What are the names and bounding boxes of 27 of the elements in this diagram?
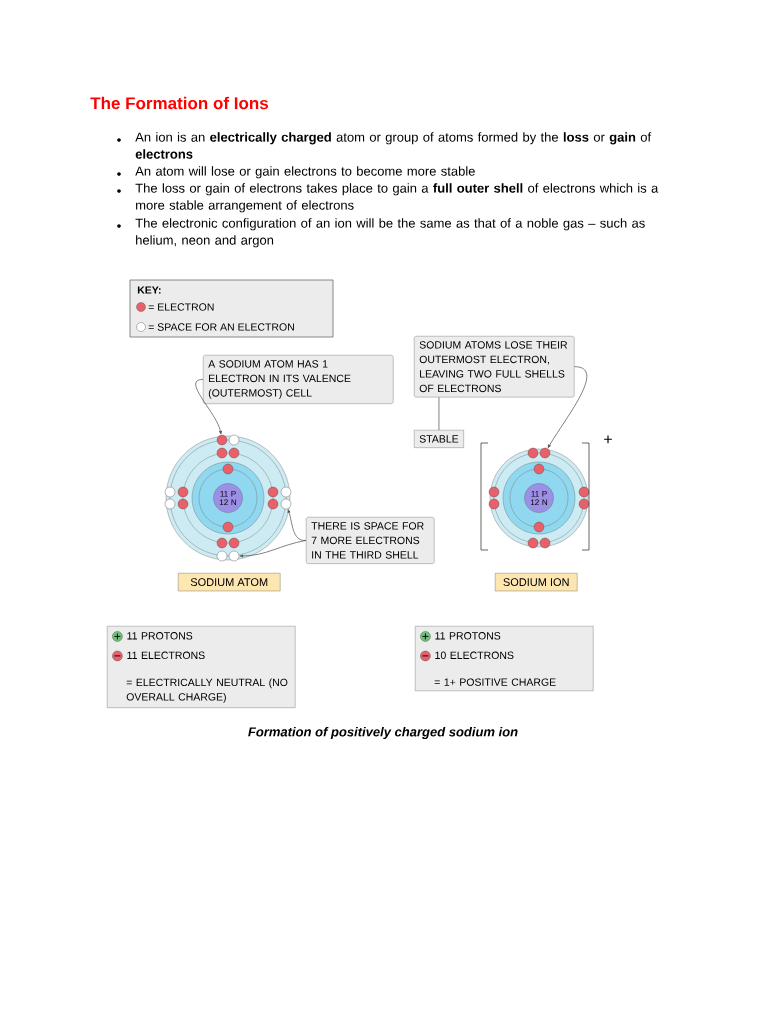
electron xyxy=(216,434,228,446)
name-box: SODIUM ION xyxy=(495,573,578,592)
charge-sign: + xyxy=(604,435,612,444)
info-box: 11 PROTONS 11 ELECTRONS = ELECTRICALLY NEUTRAL (NO OVERALL CHARGE) xyxy=(107,626,296,708)
connector-line xyxy=(438,397,440,431)
arrow xyxy=(547,366,588,448)
electron xyxy=(228,550,240,562)
bullet-text: An atom will lose or gain electrons to become more stable xyxy=(135,166,475,179)
name-box: SODIUM ATOM xyxy=(178,573,281,592)
legend-text: = ELECTRON xyxy=(148,303,214,311)
nucleus: 11 P 12 N xyxy=(213,483,243,513)
electron xyxy=(539,447,551,459)
callout-box: A SODIUM ATOM HAS 1 ELECTRON IN ITS VALENCE (OUTERMOST) CELL xyxy=(203,355,394,404)
callout-box: THERE IS SPACE FOR 7 MORE ELECTRONS IN THE THIRD SHELL xyxy=(306,517,435,564)
bullet-text: An ion is an electrically charged atom or group of atoms formed by the loss or gain of electrons xyxy=(135,132,652,159)
arrow xyxy=(239,540,307,558)
electron xyxy=(280,498,292,510)
legend-text: = SPACE FOR AN ELECTRON xyxy=(148,323,294,331)
arrow xyxy=(195,379,222,435)
caption: Formation of positively charged sodium ion xyxy=(248,726,518,740)
title: The Formation of Ions xyxy=(90,96,268,110)
callout-box: SODIUM ATOMS LOSE THEIR OUTERMOST ELECTRON, LEAVING TWO FULL SHELLS OF ELECTRONS xyxy=(414,336,575,398)
nucleus: 11 P 12 N xyxy=(524,483,554,513)
bullet-text: The electronic configuration of an ion will be the same as that of a noble gas – such as helium, neon and argon xyxy=(135,218,645,248)
label-box: STABLE xyxy=(414,430,464,448)
info-box: 11 PROTONS 10 ELECTRONS = 1+ POSITIVE CHARGE xyxy=(415,626,594,692)
bullet-text: The loss or gain of electrons takes place to gain a full outer shell of electrons which is a more stable arrangement of electrons xyxy=(135,183,659,213)
